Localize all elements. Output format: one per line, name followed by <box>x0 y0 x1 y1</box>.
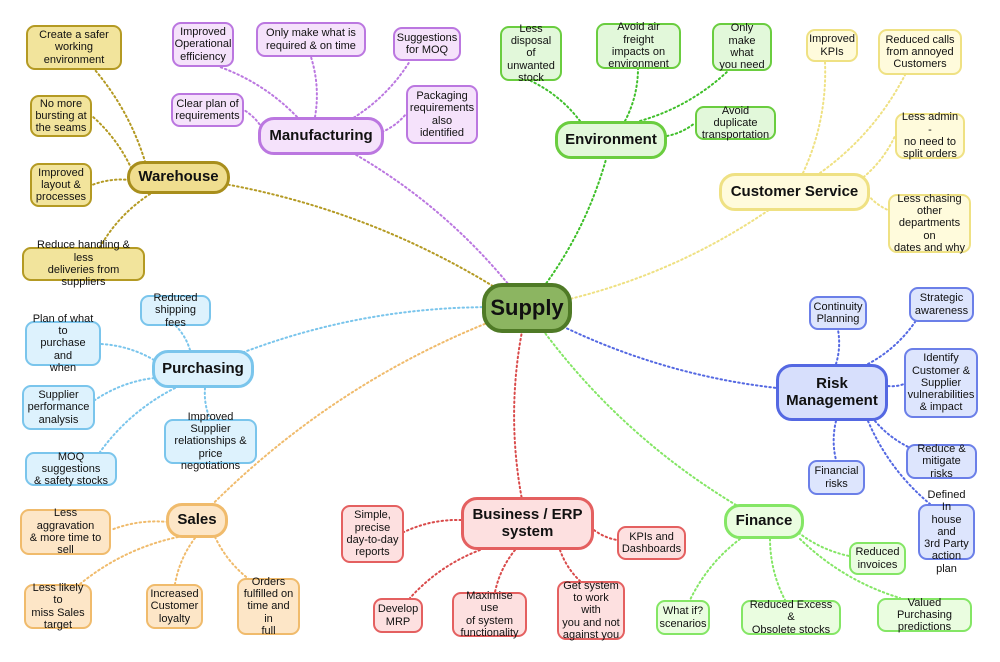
purchasing-item-supplier-performance[interactable]: Supplier performance analysis <box>22 385 95 430</box>
connector-line <box>639 70 729 122</box>
manufacturing-item-operational-efficiency[interactable]: Improved Operational efficiency <box>172 22 234 67</box>
customer-service-item-less-chasing[interactable]: Less chasing other departments on dates … <box>888 193 971 254</box>
hub-manufacturing[interactable]: Manufacturing <box>258 117 384 155</box>
purchasing-item-moq-safety[interactable]: MOQ suggestions & safety stocks <box>25 451 117 487</box>
risk-item-continuity-planning[interactable]: Continuity Planning <box>809 296 867 330</box>
connector-line <box>624 68 639 122</box>
connector-line <box>867 194 889 211</box>
connector-line <box>859 135 896 181</box>
sales-item-customer-loyalty[interactable]: Increased Customer loyalty <box>146 584 203 629</box>
warehouse-item-bursting-seams[interactable]: No more bursting at the seams <box>30 95 92 137</box>
connector-line <box>178 176 528 309</box>
connector-line <box>769 538 786 601</box>
connector-line <box>887 383 905 388</box>
hub-customer-service[interactable]: Customer Service <box>719 173 870 211</box>
environment-item-make-what-you-need[interactable]: Only make what you need <box>712 22 772 71</box>
finance-item-valued-purchasing[interactable]: Valued Purchasing predictions <box>877 597 972 633</box>
hub-warehouse[interactable]: Warehouse <box>127 161 230 194</box>
finance-item-reduced-excess[interactable]: Reduced Excess & Obsolete stocks <box>741 599 841 636</box>
connector-line <box>196 307 528 521</box>
connector-line <box>174 537 196 585</box>
connector-line <box>819 74 906 174</box>
manufacturing-item-packaging[interactable]: Packaging requirements also identified <box>406 85 478 144</box>
connector-line <box>513 307 528 524</box>
manufacturing-item-moq-suggestions[interactable]: Suggestions for MOQ <box>393 27 461 61</box>
warehouse-item-reduce-handling[interactable]: Reduce handling & less deliveries from s… <box>22 239 145 288</box>
manufacturing-item-clear-plan[interactable]: Clear plan of requirements <box>171 93 244 127</box>
warehouse-item-improved-layout[interactable]: Improved layout & processes <box>30 163 92 207</box>
hub-risk-management[interactable]: Risk Management <box>776 364 888 421</box>
connector-line <box>802 61 827 174</box>
connector-line <box>175 325 191 351</box>
central-topic-supply[interactable]: Supply <box>482 283 572 333</box>
hub-sales[interactable]: Sales <box>166 503 228 538</box>
erp-item-kpis-dashboards[interactable]: KPIs and Dashboards <box>617 526 686 560</box>
erp-item-system-work[interactable]: Get system to work with you and not agai… <box>557 580 625 641</box>
environment-item-less-disposal[interactable]: Less disposal of unwanted stock <box>500 23 562 84</box>
environment-item-avoid-duplicate[interactable]: Avoid duplicate transportation <box>695 105 776 141</box>
connector-line <box>559 549 581 582</box>
warehouse-item-safer-environment[interactable]: Create a safer working environment <box>26 25 122 70</box>
risk-item-action-plan[interactable]: Defined In house and 3rd Party action pl… <box>918 489 975 575</box>
connector-line <box>494 549 516 593</box>
connector-line <box>100 343 155 361</box>
risk-item-vulnerabilities[interactable]: Identify Customer & Supplier vulnerabili… <box>904 348 978 418</box>
sales-item-miss-target[interactable]: Less likely to miss Sales target <box>24 582 92 631</box>
finance-item-what-if[interactable]: What if? scenarios <box>656 600 710 635</box>
customer-service-item-improved-kpis[interactable]: Improved KPIs <box>806 29 858 62</box>
finance-item-reduced-invoices[interactable]: Reduced invoices <box>849 542 906 575</box>
connector-line <box>99 387 176 453</box>
customer-service-item-less-admin[interactable]: Less admin - no need to split orders <box>895 111 965 160</box>
connector-line <box>526 307 765 522</box>
connector-line <box>666 122 696 137</box>
connector-line <box>110 520 169 531</box>
purchasing-item-supplier-relationships[interactable]: Improved Supplier relationships & price … <box>164 411 257 472</box>
connector-line <box>867 321 916 365</box>
connector-line <box>79 536 179 585</box>
sales-item-orders-fulfilled[interactable]: Orders fulfilled on time and in full <box>237 576 300 637</box>
connector-line <box>867 420 931 505</box>
customer-service-item-reduced-calls[interactable]: Reduced calls from annoyed Customers <box>878 29 962 75</box>
erp-item-simple-reports[interactable]: Simple, precise day-to-day reports <box>341 505 404 563</box>
connector-line <box>832 420 837 461</box>
connector-line <box>219 66 301 121</box>
connector-line <box>203 387 211 420</box>
connector-line <box>403 518 462 533</box>
connector-line <box>409 549 481 599</box>
purchasing-item-plan-purchase[interactable]: Plan of what to purchase and when <box>25 313 101 374</box>
connector-line <box>91 178 131 186</box>
connector-line <box>799 538 901 599</box>
risk-item-reduce-mitigate[interactable]: Reduce & mitigate risks <box>906 443 977 480</box>
connector-line <box>530 80 581 122</box>
erp-item-maximise-system[interactable]: Maximise use of system functionality <box>452 590 527 639</box>
hub-finance[interactable]: Finance <box>724 504 804 539</box>
connector-line <box>91 115 136 178</box>
connector-line <box>381 113 407 133</box>
risk-item-financial-risks[interactable]: Financial risks <box>808 460 865 495</box>
connector-line <box>310 56 318 118</box>
environment-item-avoid-air-freight[interactable]: Avoid air freight impacts on environment <box>596 21 681 70</box>
connector-line <box>349 60 411 121</box>
connector-line <box>214 536 251 581</box>
connector-line <box>689 538 741 601</box>
erp-item-develop-mrp[interactable]: Develop MRP <box>373 598 423 633</box>
connector-line <box>99 193 151 248</box>
risk-item-strategic-awareness[interactable]: Strategic awareness <box>909 287 974 322</box>
connector-line <box>593 529 618 541</box>
manufacturing-item-only-required[interactable]: Only make what is required & on time <box>256 22 366 57</box>
connector-line <box>835 329 841 365</box>
connector-line <box>94 377 155 401</box>
hub-environment[interactable]: Environment <box>555 121 667 159</box>
hub-purchasing[interactable]: Purchasing <box>152 350 254 388</box>
connector-line <box>320 135 528 309</box>
sales-item-less-aggravation[interactable]: Less aggravation & more time to sell <box>20 507 111 556</box>
purchasing-item-reduced-shipping[interactable]: Reduced shipping fees <box>140 292 211 329</box>
hub-business-erp-system[interactable]: Business / ERP system <box>461 497 594 550</box>
